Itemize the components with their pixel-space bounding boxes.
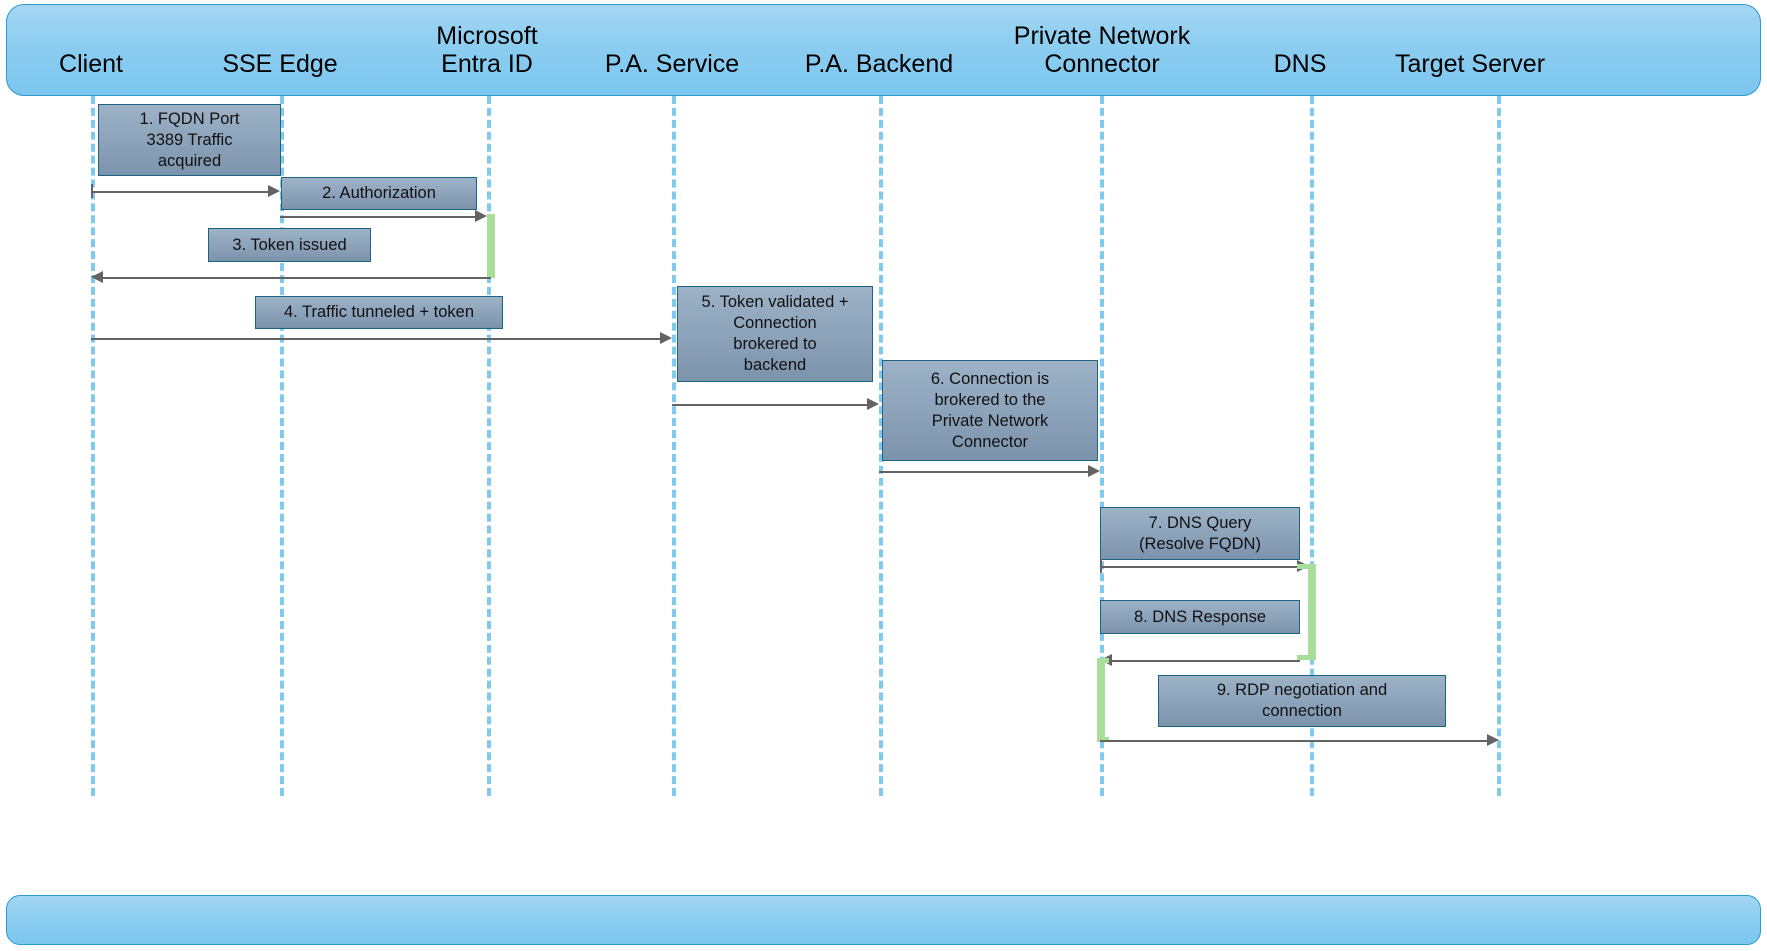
lane-label-pa-service: P.A. Service — [604, 50, 740, 78]
step-3-box: 3. Token issued — [208, 228, 371, 262]
entra-return-bracket-vertical — [487, 214, 495, 278]
pnc-return-bracket-vertical — [1097, 658, 1105, 742]
step-1-arrow-line — [91, 191, 269, 193]
pnc-return-bracket-bottom — [1097, 737, 1109, 742]
step-5-box: 5. Token validated + Connection brokered… — [677, 286, 873, 382]
lifeline-target-server — [1497, 96, 1501, 796]
step-1-arrow-tail — [91, 184, 93, 198]
lifeline-client — [91, 96, 95, 796]
step-4-box: 4. Traffic tunneled + token — [255, 296, 503, 329]
lifeline-private-network-connector — [1100, 96, 1104, 796]
step-3-arrow-line — [103, 277, 491, 279]
lane-label-microsoft-entra-id: Microsoft Entra ID — [436, 22, 538, 78]
step-3-arrowhead-icon — [91, 270, 103, 283]
step-7-arrow-line — [1100, 566, 1298, 568]
step-6-arrow-line — [879, 471, 1089, 473]
dns-return-bracket-bottom — [1297, 655, 1316, 660]
step-7-box: 7. DNS Query (Resolve FQDN) — [1100, 507, 1300, 560]
lifeline-pa-service — [672, 96, 676, 796]
step-8-arrow-line — [1112, 660, 1300, 662]
entra-return-bracket-top — [487, 214, 495, 219]
lane-label-private-network-connector: Private Network Connector — [1013, 22, 1191, 78]
lifeline-sse-edge — [280, 96, 284, 796]
lifeline-dns — [1310, 96, 1314, 796]
step-6-arrowhead-icon — [1088, 464, 1100, 477]
lane-header-bar — [6, 4, 1761, 96]
pnc-return-bracket-top — [1097, 658, 1109, 663]
lane-label-pa-backend: P.A. Backend — [804, 50, 954, 78]
step-1-arrowhead-icon — [268, 184, 280, 197]
lane-label-client: Client — [59, 50, 123, 78]
dns-return-bracket-top — [1297, 564, 1316, 569]
step-9-box: 9. RDP negotiation and connection — [1158, 675, 1446, 727]
step-9-arrow-line — [1100, 740, 1488, 742]
step-8-box: 8. DNS Response — [1100, 600, 1300, 634]
lane-footer-bar — [6, 895, 1761, 945]
step-7-arrow-tail — [1100, 559, 1102, 573]
step-1-box: 1. FQDN Port 3389 Traffic acquired — [98, 104, 281, 176]
step-6-box: 6. Connection is brokered to the Private… — [882, 360, 1098, 461]
step-2-arrowhead-icon — [475, 209, 487, 222]
lane-label-target-server: Target Server — [1394, 50, 1546, 78]
lane-label-dns: DNS — [1273, 50, 1327, 78]
step-2-arrow-line — [280, 216, 476, 218]
step-9-arrowhead-icon — [1487, 733, 1499, 746]
lane-label-sse-edge: SSE Edge — [222, 50, 338, 78]
dns-return-bracket-vertical — [1308, 564, 1316, 660]
step-2-box: 2. Authorization — [281, 177, 477, 210]
step-4-arrowhead-icon — [660, 331, 672, 344]
entra-return-bracket-bottom — [487, 273, 495, 278]
lifeline-pa-backend — [879, 96, 883, 796]
step-5-arrowhead-icon — [867, 397, 879, 410]
lifeline-microsoft-entra-id — [487, 96, 491, 796]
step-4-arrow-line — [91, 338, 661, 340]
step-5-arrow-line — [672, 404, 868, 406]
